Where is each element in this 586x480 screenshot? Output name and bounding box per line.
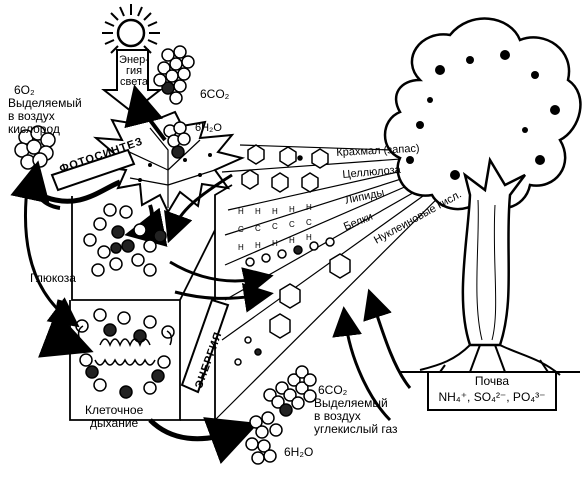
co2-in-label: 6CO₂: [200, 87, 230, 101]
nucleic-acid-chain: [234, 253, 351, 366]
svg-text:C: C: [306, 218, 312, 227]
glucose-label: Глюкоза: [30, 271, 76, 285]
leaf-icon: [92, 106, 246, 215]
svg-text:H: H: [272, 239, 278, 248]
svg-text:H: H: [289, 236, 295, 245]
water-out-label: 6H₂O: [284, 445, 314, 459]
svg-text:C: C: [238, 225, 244, 234]
respiration-molecules: [75, 308, 175, 399]
oxygen-molecule-icon: [14, 125, 56, 170]
co2-out-caption: Выделяемый в воздух углекислый газ: [314, 396, 398, 436]
soil-title: Почва: [474, 374, 510, 388]
sun-icon: [102, 4, 160, 58]
lipid-chain: H H H H H C C C C C H H H H H: [238, 203, 312, 252]
svg-text:C: C: [255, 224, 261, 233]
lipid-arrow: [169, 260, 274, 297]
energy-band: [180, 298, 230, 394]
co2-return-arrow: [124, 84, 167, 142]
protein-chain: [245, 237, 335, 267]
svg-text:H: H: [289, 205, 295, 214]
oxygen-amount-label: 6O₂: [14, 83, 35, 97]
respiration-arrow: [148, 417, 259, 464]
oxygen-arrow: [10, 160, 61, 210]
svg-text:H: H: [306, 203, 312, 212]
respiration-label: Клеточное дыхание: [85, 403, 144, 430]
svg-text:C: C: [272, 222, 278, 231]
glucose-to-starch-arrow: [164, 173, 233, 244]
photosynthesis-banner: [50, 148, 136, 192]
water-in-label: 6H₂O: [195, 122, 222, 134]
water-out-molecule-icon: [245, 411, 283, 465]
cellulose-chain: [241, 169, 319, 193]
co2-out-molecule-icon: [263, 365, 317, 417]
starch-chain: [247, 144, 329, 169]
svg-text:C: C: [289, 220, 295, 229]
svg-text:H: H: [272, 207, 278, 216]
svg-text:H: H: [238, 207, 244, 216]
svg-text:H: H: [306, 233, 312, 242]
light-energy-label: Энер- гия света: [119, 54, 149, 88]
protein-arrow: [174, 282, 274, 313]
glucose-molecule-icon: [83, 203, 167, 277]
tree-roots: [419, 344, 561, 376]
co2-release-arrow: [332, 306, 392, 422]
svg-text:H: H: [255, 207, 261, 216]
soil-box: [427, 371, 557, 411]
co2-out-amount: 6CO₂: [318, 383, 348, 397]
soil-uptake-arrow: [363, 288, 412, 389]
svg-text:H: H: [255, 241, 261, 250]
oxygen-return-arrow: [44, 179, 121, 204]
soil-ions: NH₄⁺, SO₄²⁻, PO₄³⁻: [438, 390, 546, 404]
oxygen-caption: Выделяемый в воздух кислород: [8, 96, 82, 136]
tree-icon: [383, 17, 582, 347]
svg-text:H: H: [238, 243, 244, 252]
co2-molecule-icon: [153, 45, 195, 105]
glucose-to-respiration-arrow: [38, 299, 94, 358]
